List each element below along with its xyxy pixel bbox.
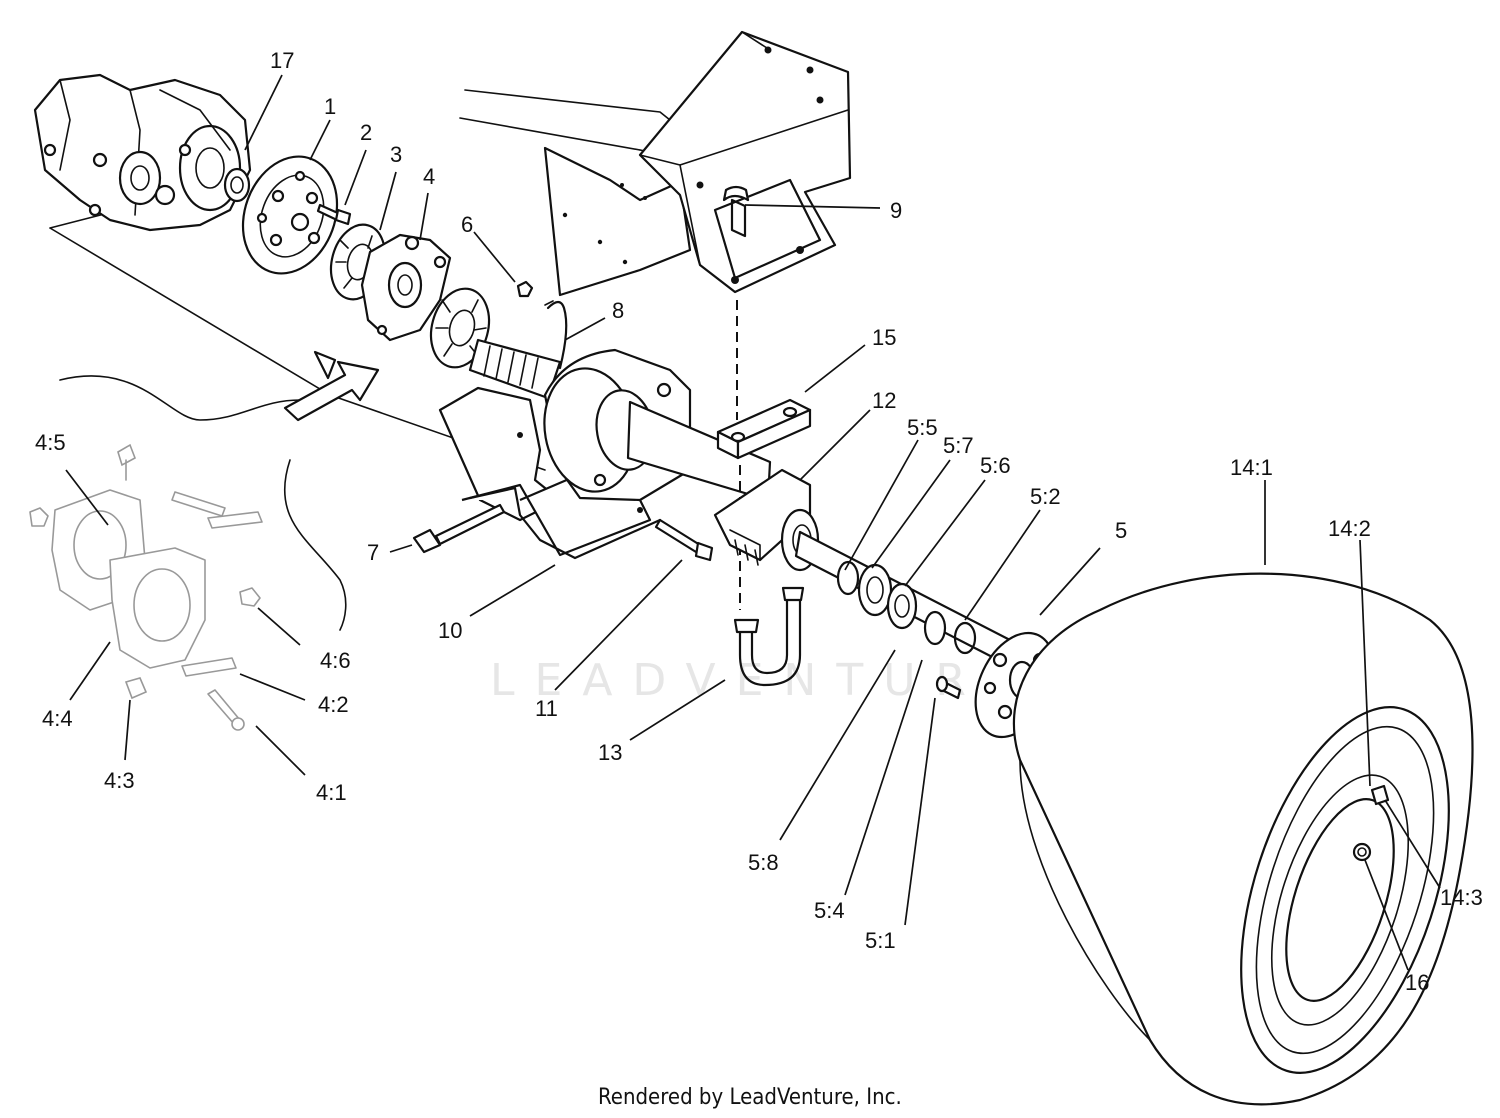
callout-3: 3 (390, 142, 402, 167)
callout-5-7: 5:7 (943, 433, 974, 458)
u-bolt (733, 586, 805, 687)
callout-10: 10 (438, 618, 462, 643)
callout-1: 1 (324, 94, 336, 119)
callout-5-6: 5:6 (980, 453, 1011, 478)
brake-detail-inset (29, 350, 380, 731)
callout-7: 7 (367, 540, 379, 565)
callout-4-1: 4:1 (316, 780, 347, 805)
retaining-clip (544, 300, 568, 370)
callout-12: 12 (872, 388, 896, 413)
callout-4-4: 4:4 (42, 706, 73, 731)
callout-9: 9 (890, 198, 902, 223)
spacer-block (716, 398, 812, 460)
coupler-disc-2 (429, 287, 491, 369)
callout-14-3: 14:3 (1440, 885, 1483, 910)
callout-16: 16 (1405, 970, 1429, 995)
frame-bracket (638, 30, 852, 294)
watermark: LEADVENTURE (490, 655, 1034, 706)
callout-8: 8 (612, 298, 624, 323)
callout-4-2: 4:2 (318, 692, 349, 717)
callout-labels: 17 1 2 3 4 6 8 9 15 12 5:5 5:7 5:6 5:2 5… (35, 48, 1483, 995)
callout-15: 15 (872, 325, 896, 350)
callout-5-8: 5:8 (748, 850, 779, 875)
callout-5: 5 (1115, 518, 1127, 543)
callout-5-5: 5:5 (907, 415, 938, 440)
callout-4-3: 4:3 (104, 768, 135, 793)
flange-screw (316, 203, 352, 226)
callout-4: 4 (423, 164, 435, 189)
callout-6: 6 (461, 212, 473, 237)
callout-4-5: 4:5 (35, 430, 66, 455)
callout-4-6: 4:6 (320, 648, 351, 673)
hydro-pump (33, 73, 252, 232)
callout-5-2: 5:2 (1030, 484, 1061, 509)
axle-housing (438, 348, 772, 560)
callout-14-1: 14:1 (1230, 455, 1273, 480)
callout-5-4: 5:4 (814, 898, 845, 923)
brake-housing (360, 233, 452, 342)
axle-bearing-set (836, 560, 977, 655)
bolt-7 (412, 503, 506, 554)
callout-5-1: 5:1 (865, 928, 896, 953)
leader-lines (65, 74, 1441, 971)
rear-tire (1012, 572, 1474, 1106)
bolt-11 (654, 518, 714, 562)
axle-bracket (713, 468, 820, 572)
callout-13: 13 (598, 740, 622, 765)
wheel-stud (935, 675, 962, 700)
callout-14-2: 14:2 (1328, 516, 1371, 541)
callout-17: 17 (270, 48, 294, 73)
nut-6 (516, 280, 534, 298)
callout-2: 2 (360, 120, 372, 145)
callout-11: 11 (535, 696, 558, 721)
credit-line: Rendered by LeadVenture, Inc. (598, 1085, 902, 1110)
